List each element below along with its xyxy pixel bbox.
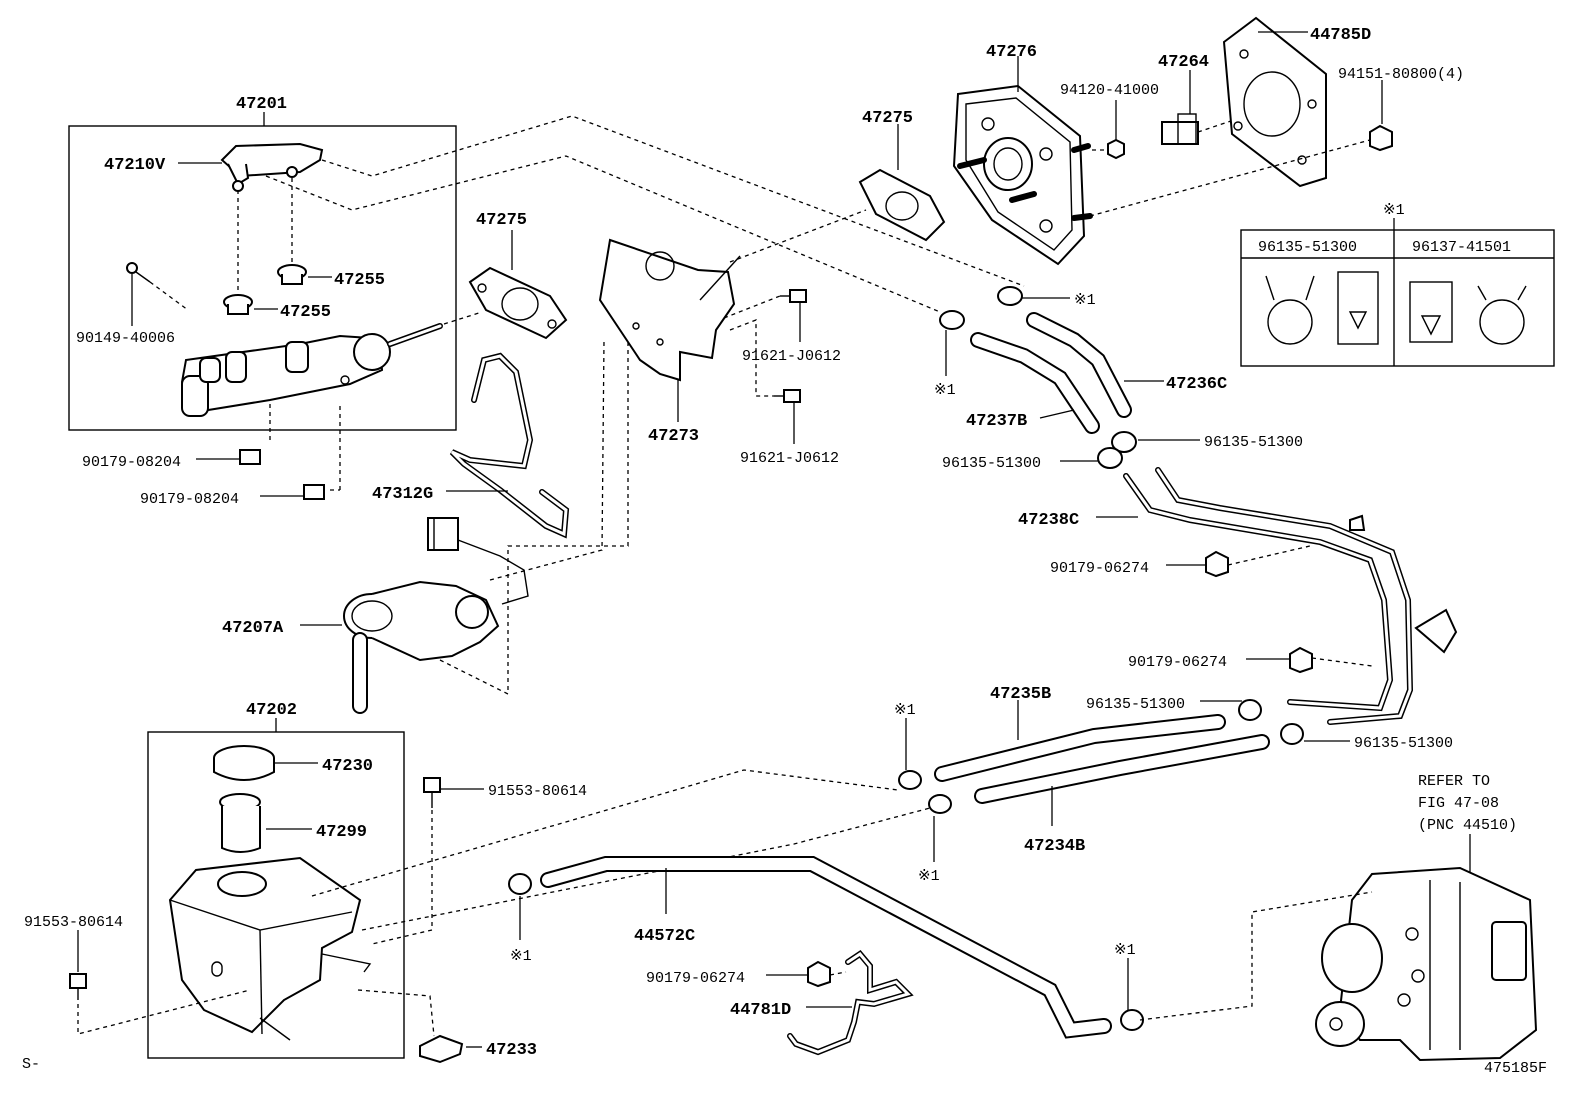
label-44572c: 44572C — [634, 927, 695, 946]
abs-actuator: REFER TO FIG 47-08 (PNC 44510) — [1139, 773, 1538, 1062]
refer-line-1: REFER TO — [1418, 773, 1490, 790]
label-90179-06274-c: 90179-06274 — [646, 970, 745, 987]
hose-47234b: 47234B — [974, 734, 1270, 856]
label-47210v: 47210V — [104, 156, 166, 175]
clamp-legend: ※1 96135-51300 96137-41501 — [1240, 202, 1555, 367]
clamp-96135-a: 96135-51300 — [1111, 431, 1303, 453]
corner-left-text: S- — [22, 1056, 40, 1073]
nut-90179-06274-b: 90179-06274 — [1128, 646, 1373, 674]
gasket-47275-top: 47275 — [729, 109, 946, 263]
hose-47236c: 47236C — [1026, 312, 1227, 418]
master-cylinder-body — [180, 323, 443, 417]
clamp-ref-1: ※1 — [997, 286, 1096, 309]
label-91553-80614-b: 91553-80614 — [24, 914, 123, 931]
ref-mark-6: ※1 — [1114, 942, 1136, 959]
label-47276: 47276 — [986, 43, 1037, 62]
bracket-47233: 47233 — [357, 989, 537, 1064]
label-91553-80614-a: 91553-80614 — [488, 783, 587, 800]
refer-line-2: FIG 47-08 — [1418, 795, 1499, 812]
label-90179-06274-b: 90179-06274 — [1128, 654, 1227, 671]
nut-90179-08204-b: 90179-08204 — [140, 402, 341, 508]
clip-47264: 47264 — [1158, 53, 1235, 145]
label-94151-80800: 94151-80800(4) — [1338, 66, 1464, 83]
nut-94151-80800: 94151-80800(4) — [1089, 66, 1464, 217]
label-47275-top: 47275 — [862, 109, 913, 128]
clamp-96135-b: 96135-51300 — [942, 447, 1123, 472]
clamp-ref-4: ※1 — [918, 794, 952, 885]
gasket-44785d: 44785D — [1222, 16, 1371, 188]
label-91621-j0612-b: 91621-J0612 — [740, 450, 839, 467]
brake-line-47312g: 47312G — [372, 352, 570, 539]
master-cylinder-group: 47201 47210V 47255 47255 90149-40006 — [68, 95, 457, 431]
clamp-96135-c: 96135-51300 — [1086, 696, 1262, 721]
hose-47237b: 47237B — [966, 332, 1100, 434]
label-47233: 47233 — [486, 1041, 537, 1060]
label-47273: 47273 — [648, 427, 699, 446]
vacuum-pump-47207a: 47207A — [222, 322, 629, 714]
bolt-91553-b: 91553-80614 — [24, 914, 251, 1035]
bracket-47273: 47273 — [598, 238, 741, 446]
master-cylinder-box — [68, 125, 457, 431]
nut-90179-06274-a: 90179-06274 — [1050, 545, 1311, 578]
hose-47235b: 47235B — [934, 685, 1226, 782]
refer-line-3: (PNC 44510) — [1418, 817, 1517, 834]
label-94120-41000: 94120-41000 — [1060, 82, 1159, 99]
ref-mark-5: ※1 — [510, 948, 532, 965]
nut-90179-08204-a: 90179-08204 — [82, 400, 271, 471]
hose-44572c: 44572C — [540, 856, 1112, 1039]
label-47275-left: 47275 — [476, 211, 527, 230]
clamp-ref-5: ※1 — [508, 873, 532, 965]
reservoir-tank — [168, 856, 362, 1034]
label-47264: 47264 — [1158, 53, 1209, 72]
label-47235b: 47235B — [990, 685, 1051, 704]
label-96135-51300-b: 96135-51300 — [942, 455, 1041, 472]
label-44785d: 44785D — [1310, 26, 1371, 45]
label-47238c: 47238C — [1018, 511, 1079, 530]
label-47201: 47201 — [236, 95, 287, 114]
label-47234b: 47234B — [1024, 837, 1085, 856]
pipe-47238c: 47238C — [1018, 467, 1458, 725]
label-47207a: 47207A — [222, 619, 284, 638]
gasket-47275-left: 47275 — [443, 211, 568, 340]
legend-header-right: 96137-41501 — [1412, 239, 1511, 256]
nut-90179-06274-c: 90179-06274 — [646, 960, 847, 988]
clamp-ref-6: ※1 — [1114, 942, 1144, 1031]
clamp-ref-3: ※1 — [894, 702, 922, 790]
ref-mark-4: ※1 — [918, 868, 940, 885]
bolt-91621-b: 91621-J0612 — [729, 319, 839, 467]
label-47202: 47202 — [246, 701, 297, 720]
plate-47276: 47276 — [952, 43, 1093, 266]
bracket-44781d: 44781D — [730, 950, 914, 1056]
label-44781d: 44781D — [730, 1001, 791, 1020]
label-47312g: 47312G — [372, 485, 433, 504]
legend-ref-mark: ※1 — [1383, 202, 1405, 219]
figure-code: 475185F — [1484, 1060, 1547, 1077]
bolt-90149 — [126, 262, 138, 274]
reservoir-group: 47202 47230 47299 — [147, 701, 405, 1059]
label-90179-08204-a: 90179-08204 — [82, 454, 181, 471]
ref-mark-3: ※1 — [894, 702, 916, 719]
ref-mark-1: ※1 — [1074, 292, 1096, 309]
clamp-ref-2: ※1 — [934, 310, 965, 399]
label-96135-51300-d: 96135-51300 — [1354, 735, 1453, 752]
bolt-91621-a: 91621-J0612 — [723, 289, 841, 365]
legend-header-left: 96135-51300 — [1258, 239, 1357, 256]
label-96135-51300-c: 96135-51300 — [1086, 696, 1185, 713]
label-47255-lower: 47255 — [280, 303, 331, 322]
label-47255-upper: 47255 — [334, 271, 385, 290]
label-47237b: 47237B — [966, 412, 1027, 431]
label-90179-06274-a: 90179-06274 — [1050, 560, 1149, 577]
label-47230: 47230 — [322, 757, 373, 776]
bolt-91553-a: 91553-80614 — [371, 777, 587, 945]
label-96135-51300-a: 96135-51300 — [1204, 434, 1303, 451]
clamp-96135-d: 96135-51300 — [1280, 723, 1453, 752]
label-90149-40006: 90149-40006 — [76, 330, 175, 347]
label-47299: 47299 — [316, 823, 367, 842]
label-91621-j0612-a: 91621-J0612 — [742, 348, 841, 365]
nut-94120-41000: 94120-41000 — [1060, 82, 1159, 160]
ref-mark-2: ※1 — [934, 382, 956, 399]
label-47236c: 47236C — [1166, 375, 1227, 394]
label-90179-08204-b: 90179-08204 — [140, 491, 239, 508]
